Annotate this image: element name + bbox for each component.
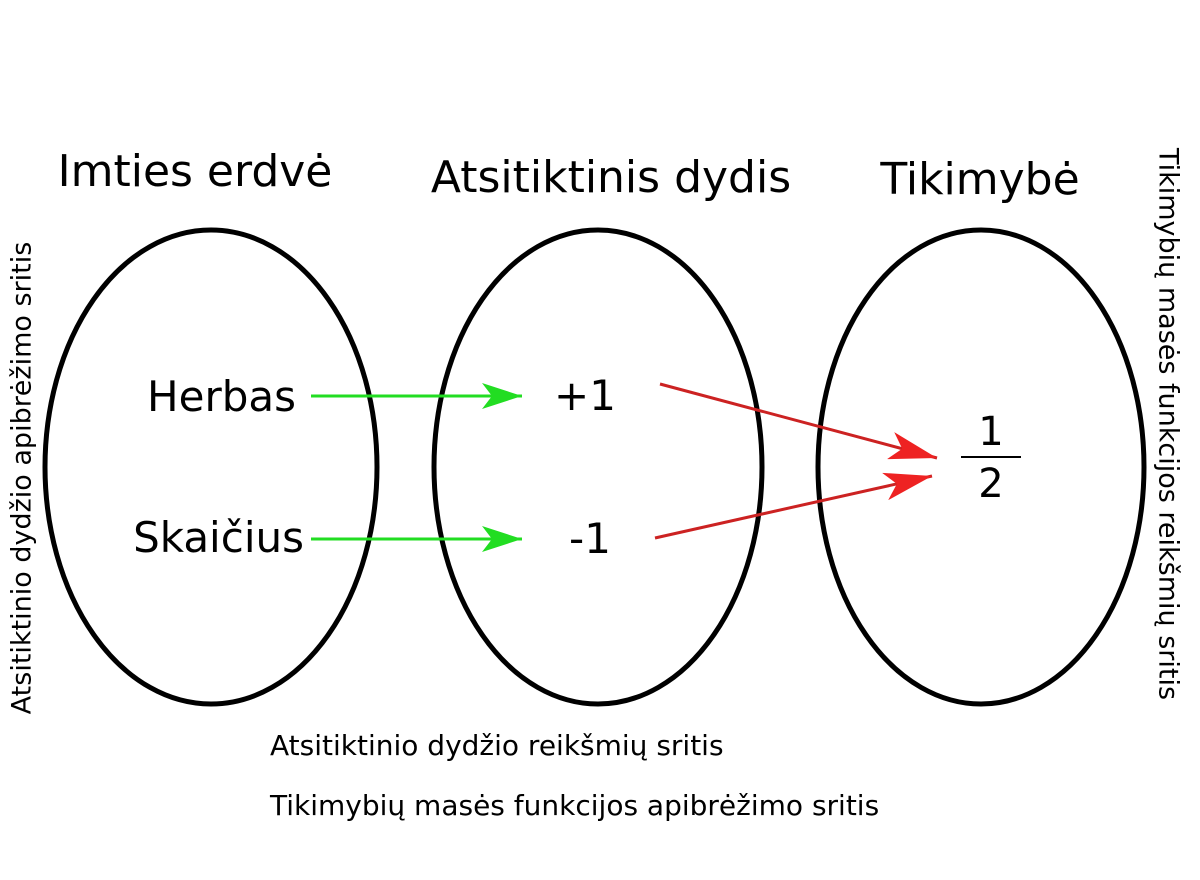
arrow-plus-one-to-half bbox=[659, 382, 938, 460]
fraction-numerator: 1 bbox=[978, 409, 1004, 455]
probability-ellipse bbox=[815, 227, 1147, 707]
outcome-skaicius: Skaičius bbox=[133, 513, 304, 562]
title-sample-space: Imties erdvė bbox=[57, 146, 333, 197]
probability-fraction: 1 2 bbox=[961, 412, 1021, 504]
caption-range: Atsitiktinio dydžio reikšmių sritis bbox=[270, 729, 724, 762]
title-random-variable: Atsitiktinis dydis bbox=[430, 152, 792, 203]
side-label-left: Atsitiktinio dydžio apibrėžimo sritis bbox=[6, 241, 38, 715]
value-plus-one: +1 bbox=[554, 371, 616, 420]
caption-pmf-domain: Tikimybių masės funkcijos apibrėžimo sri… bbox=[270, 789, 880, 822]
side-label-right: Tikimybių masės funkcijos reikšmių sriti… bbox=[1152, 147, 1184, 701]
value-minus-one: -1 bbox=[569, 514, 611, 563]
sample-space-ellipse bbox=[42, 227, 380, 707]
fraction-denominator: 2 bbox=[978, 461, 1004, 507]
fraction-bar bbox=[961, 456, 1021, 458]
outcome-herbas: Herbas bbox=[147, 372, 296, 421]
arrow-minus-one-to-half bbox=[654, 472, 933, 540]
title-probability: Tikimybė bbox=[880, 154, 1080, 205]
random-variable-ellipse bbox=[431, 227, 765, 707]
